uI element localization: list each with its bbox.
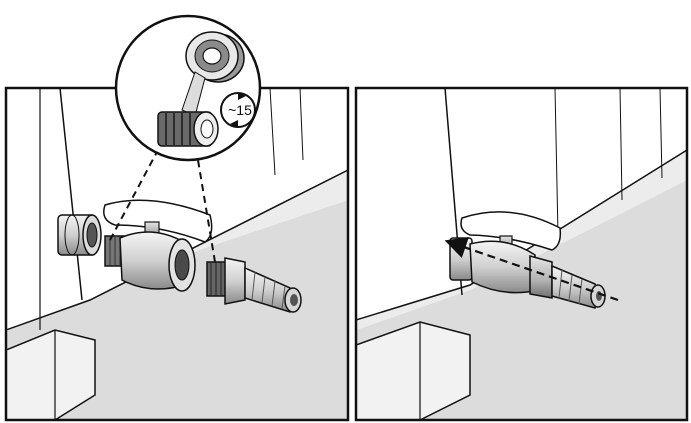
wall-port-fitting: [57, 214, 102, 256]
panel-left: [4, 86, 350, 422]
panel-right: [354, 86, 689, 422]
ball-valve: [103, 199, 213, 292]
zoom-callout: ~15: [114, 14, 262, 162]
valve-handle: [460, 211, 562, 251]
turns-label: ~15: [228, 102, 252, 118]
thread-being-wrapped: [157, 111, 219, 147]
cabinet-wall: [356, 88, 687, 321]
assembly-direction-arrow: [444, 237, 619, 302]
assembled-valve: [449, 211, 606, 309]
leader-line-barb: [197, 159, 216, 263]
panel-right-frame: [354, 86, 689, 422]
clockwise-rotation-icon: ~15: [220, 92, 256, 128]
ptfe-tape-roll-icon: [185, 31, 245, 83]
valve-handle: [103, 199, 213, 243]
leader-line-valve: [109, 149, 159, 241]
hose-barb-fitting: [206, 257, 302, 313]
